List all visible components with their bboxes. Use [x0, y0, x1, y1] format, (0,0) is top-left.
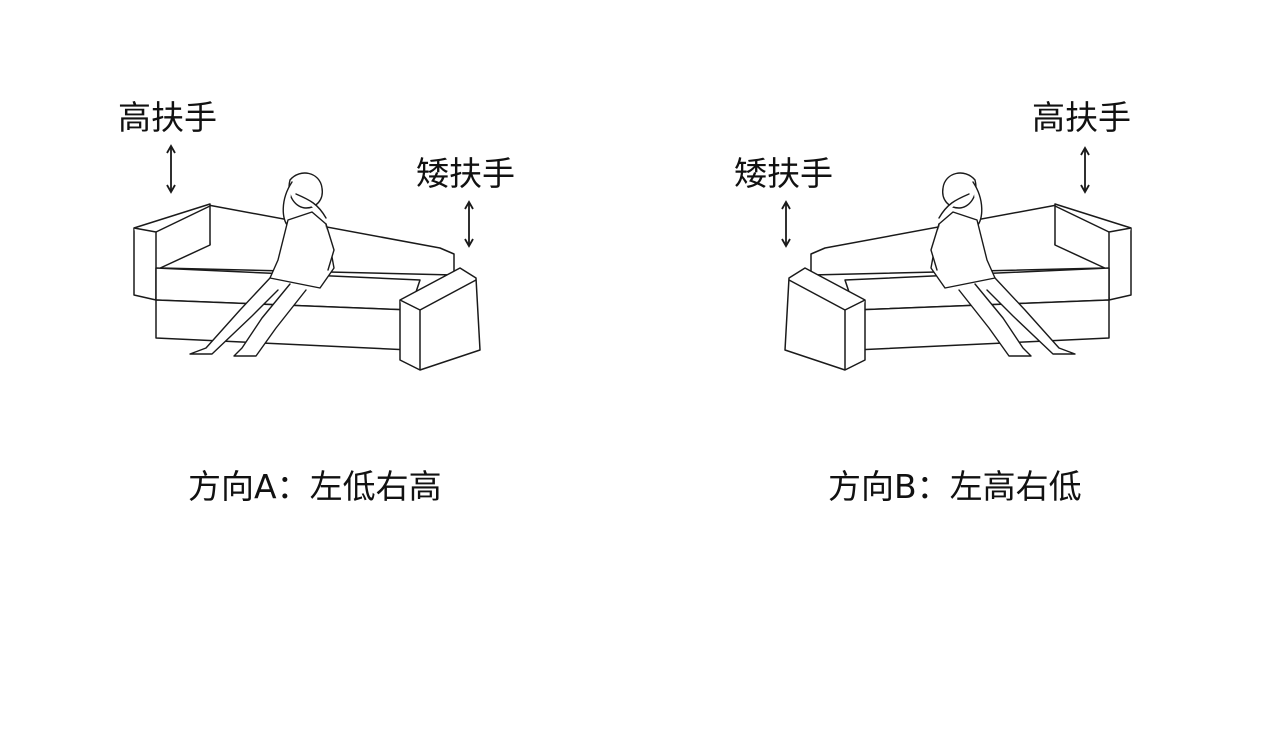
- panel-a-low-armrest-label: 矮扶手: [416, 154, 515, 193]
- panel-b-high-armrest-label: 高扶手: [1032, 98, 1131, 137]
- panel-b-low-armrest-label: 矮扶手: [734, 154, 833, 193]
- panel-a-caption: 方向A：左低右高: [188, 467, 442, 506]
- panel-a-high-armrest-label: 高扶手: [118, 98, 217, 137]
- panel-a-low-armrest-arrow-icon: [464, 200, 474, 248]
- panel-b-caption: 方向B：左高右低: [828, 467, 1082, 506]
- panel-b-low-armrest-arrow-icon: [781, 200, 791, 248]
- panel-a-high-armrest-arrow-icon: [166, 144, 176, 194]
- panel-a-sofa-illustration: [133, 172, 481, 371]
- panel-b-sofa-illustration: [784, 172, 1132, 371]
- panel-b-high-armrest-arrow-icon: [1080, 146, 1090, 194]
